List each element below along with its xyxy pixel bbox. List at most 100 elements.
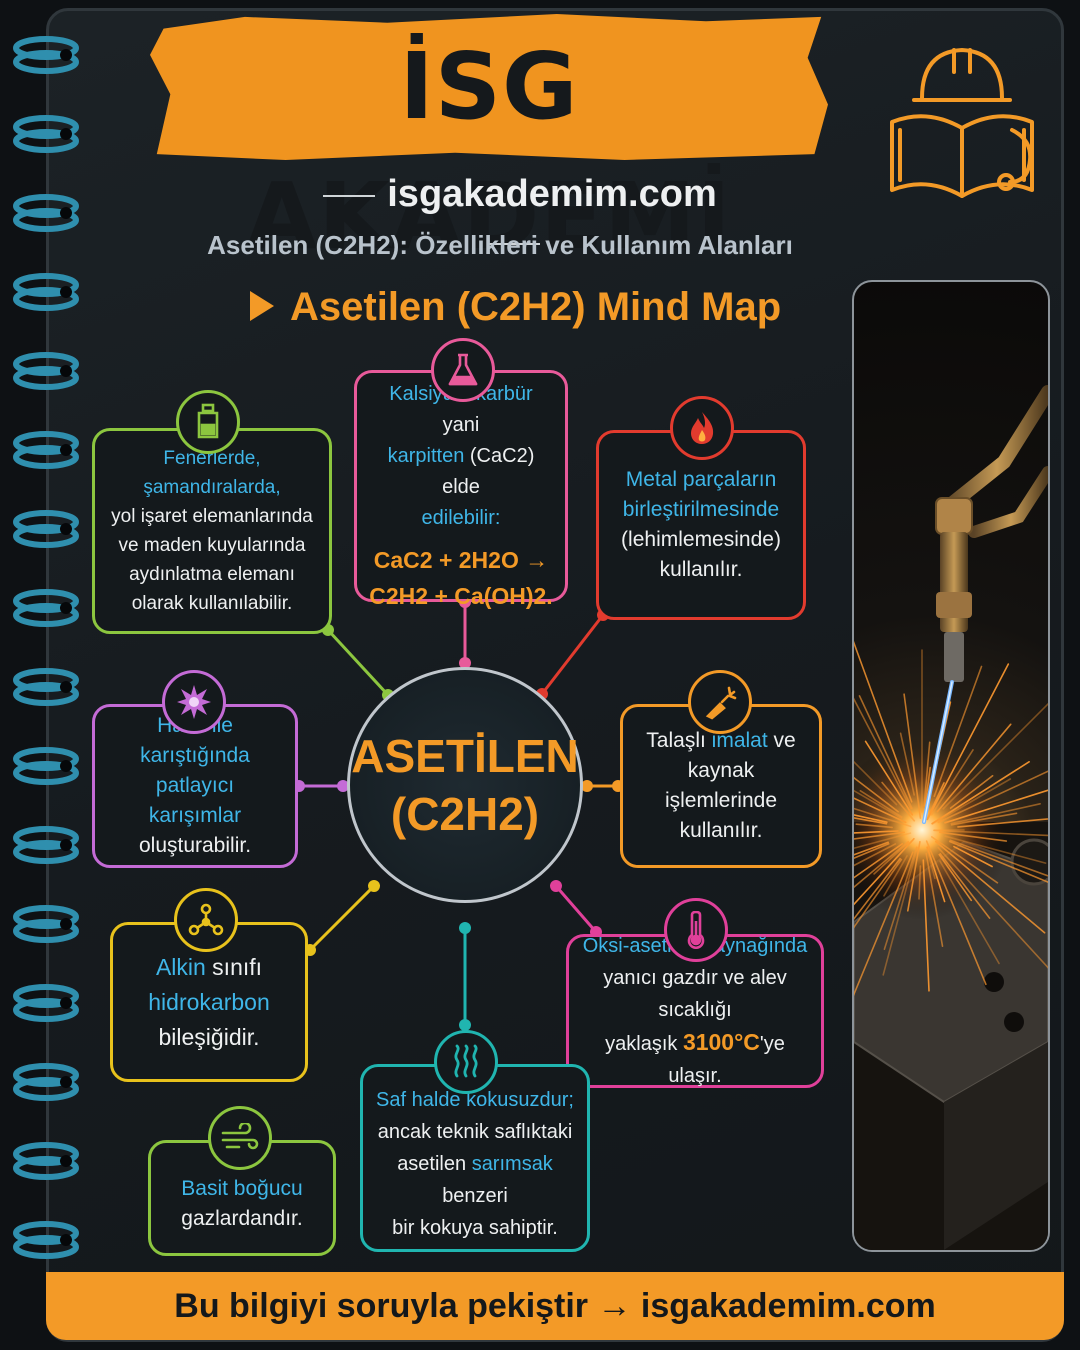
node-alkyne-line1: Alkin sınıfı — [155, 953, 263, 980]
spark — [882, 846, 919, 976]
binding-ring — [13, 115, 79, 153]
node-suffocant-highlight: Basit boğucu — [181, 1177, 303, 1200]
spark — [906, 840, 921, 912]
spark — [854, 776, 900, 813]
node-metal-text1: (lehimlemesinde) — [621, 528, 781, 551]
node-lighting-highlight: Fenerlerde, şamandıralarda, — [143, 448, 281, 498]
spark — [926, 663, 1010, 821]
wind-icon — [208, 1106, 272, 1170]
spark — [854, 760, 898, 806]
binding-ring — [13, 984, 79, 1022]
spark — [903, 693, 922, 819]
binding-ring — [13, 826, 79, 864]
spark — [949, 839, 1048, 877]
spark — [931, 836, 999, 884]
spark — [864, 740, 914, 816]
spark — [881, 781, 916, 822]
binding-ring — [13, 36, 79, 74]
spark — [854, 640, 913, 803]
welding-torch-photo — [852, 280, 1050, 1252]
binding-ring — [13, 1063, 79, 1101]
spark — [935, 840, 1046, 934]
spark — [923, 741, 931, 807]
spark — [854, 858, 903, 929]
spark — [926, 846, 946, 903]
spark — [883, 855, 908, 897]
spark — [925, 852, 944, 948]
binding-ring — [13, 510, 79, 548]
node-explosive: Hava ile karıştığında patlayıcı karışıml… — [92, 704, 298, 868]
spark — [937, 846, 1048, 969]
connector-alkyne — [308, 884, 376, 952]
node-odor-text4: bir kokuya sahiptir. — [392, 1217, 558, 1239]
node-odor-highlight: Saf halde kokusuzdur; — [376, 1089, 574, 1111]
spark — [854, 789, 903, 819]
spark — [854, 840, 910, 889]
spark — [899, 732, 916, 796]
spark — [854, 851, 914, 997]
page-title: İSG AKADEMİ — [246, 33, 732, 270]
connector-metal — [540, 614, 605, 695]
node-carbide: Kalsiyum karbür yani karpitten (CaC2) el… — [354, 370, 568, 609]
play-triangle-icon — [250, 291, 274, 322]
flame-icon — [670, 396, 734, 460]
spark — [854, 843, 897, 867]
node-suffocant-text: gazlardandır. — [181, 1207, 303, 1230]
spark — [925, 840, 987, 986]
spark — [933, 829, 1048, 837]
spark — [953, 845, 993, 868]
spark — [854, 807, 912, 828]
spark — [924, 766, 931, 808]
binding-ring — [13, 589, 79, 627]
node-explosive-text: oluşturabilir. — [138, 834, 252, 857]
site-url[interactable]: isgakademim.com — [300, 170, 728, 266]
spark — [939, 860, 1000, 965]
spark — [854, 831, 906, 840]
spark — [854, 832, 912, 850]
node-machining-line3: kullanılır. — [679, 819, 763, 842]
molecule-icon — [174, 888, 238, 952]
gas-cylinder-icon — [176, 390, 240, 454]
spark — [883, 846, 918, 951]
node-machining: Talaşlı imalat ve kaynak işlemlerinde ku… — [620, 704, 822, 868]
binding-ring — [13, 431, 79, 469]
carbide-formula-line1: CaC2 + 2H2O → — [373, 546, 549, 573]
binding-ring — [13, 194, 79, 232]
spark — [948, 840, 1048, 884]
spark — [931, 760, 1030, 825]
footer-text[interactable]: Bu bilgiyi soruyla pekiştir → isgakademi… — [174, 1286, 936, 1325]
spark — [854, 797, 907, 824]
spark — [944, 835, 1047, 864]
binding-ring — [13, 352, 79, 390]
spark — [918, 865, 922, 900]
footer-banner[interactable]: Bu bilgiyi soruyla pekiştir → isgakademi… — [46, 1272, 1064, 1340]
node-metal-highlight1: Metal parçaların — [625, 468, 777, 491]
spark — [854, 817, 888, 825]
connector-oxy — [554, 885, 598, 933]
thermometer-icon — [664, 898, 728, 962]
center-title: ASETİLEN — [351, 730, 579, 782]
spark — [855, 823, 893, 829]
spark — [859, 789, 903, 818]
odor-waves-icon — [434, 1030, 498, 1094]
node-oxy-line3: yaklaşık 3100°C'ye ulaşır. — [605, 1029, 785, 1087]
spark — [936, 723, 1012, 813]
page-subtitle: Asetilen (C2H2): Özellikleri ve Kullanım… — [207, 230, 793, 260]
node-machining-line2: kaynak işlemlerinde — [664, 759, 778, 812]
node-odor-line3: asetilen sarımsak benzeri — [397, 1153, 553, 1207]
binding-ring — [13, 668, 79, 706]
spark — [858, 695, 913, 810]
node-carbide-line3: edilebilir: — [421, 506, 501, 529]
spark — [854, 830, 899, 834]
spark — [937, 770, 1048, 824]
center-formula: (C2H2) — [390, 788, 540, 840]
binding-ring — [13, 1221, 79, 1259]
node-alkyne-highlight: hidrokarbon — [148, 988, 270, 1015]
node-lighting-text: yol işaret elemanlarında ve maden kuyula… — [111, 506, 313, 614]
center-node-acetylene: ASETİLEN (C2H2) — [347, 667, 583, 903]
node-odor: Saf halde kokusuzdur; ancak teknik saflı… — [360, 1064, 590, 1252]
spark — [922, 859, 930, 992]
spark — [854, 842, 890, 860]
spark — [854, 857, 901, 920]
binding-ring — [13, 1142, 79, 1180]
